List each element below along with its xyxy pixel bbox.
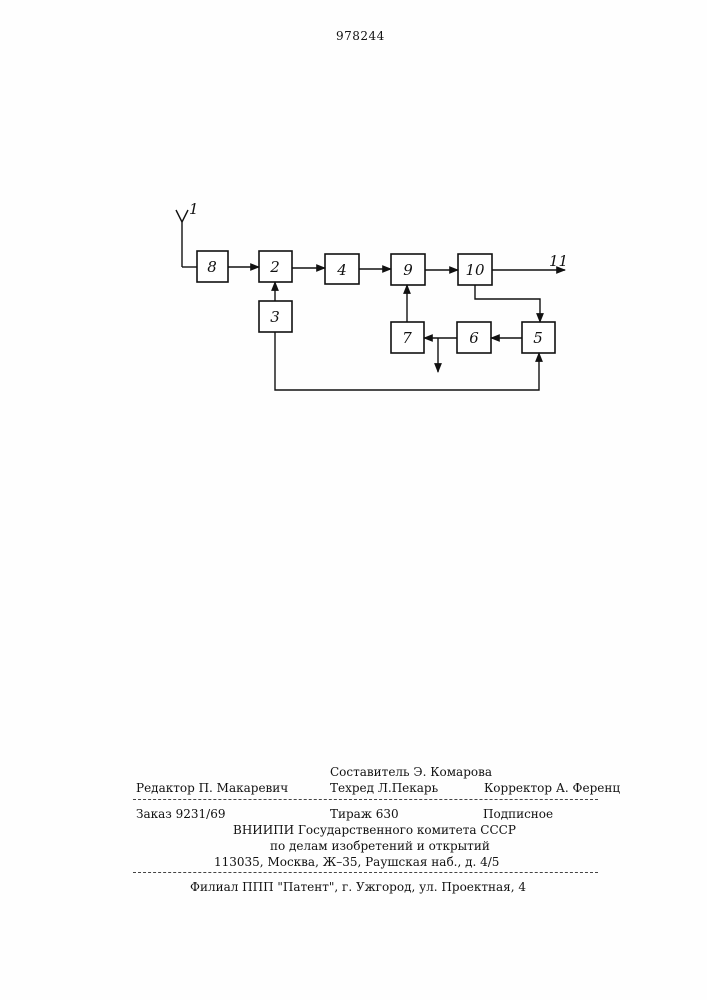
compiler-line: Составитель Э. Комарова <box>330 765 492 779</box>
block-2: 2 <box>259 251 292 282</box>
order-line: Заказ 9231/69 <box>136 807 226 821</box>
svg-text:9: 9 <box>403 261 413 279</box>
block-3: 3 <box>259 301 292 332</box>
block-7: 7 <box>391 322 424 353</box>
org-address: 113035, Москва, Ж–35, Раушская наб., д. … <box>214 855 499 869</box>
block-9: 9 <box>391 254 425 285</box>
org-line-1: ВНИИПИ Государственного комитета СССР <box>233 823 516 837</box>
block-4: 4 <box>325 254 359 284</box>
output-label: 11 <box>549 252 568 270</box>
svg-text:6: 6 <box>469 329 479 347</box>
subscription-line: Подписное <box>483 807 553 821</box>
antenna-label: 1 <box>189 200 199 218</box>
editor-line: Редактор П. Макаревич <box>136 781 288 795</box>
org-line-2: по делам изобретений и открытий <box>270 839 490 853</box>
divider-2 <box>133 872 598 873</box>
svg-text:4: 4 <box>336 261 347 279</box>
circulation-line: Тираж 630 <box>330 807 399 821</box>
wire-10-to-5 <box>475 285 540 322</box>
divider-1 <box>133 799 598 800</box>
svg-text:8: 8 <box>207 258 217 276</box>
block-6: 6 <box>457 322 491 353</box>
svg-text:2: 2 <box>269 258 280 276</box>
svg-text:10: 10 <box>465 261 485 279</box>
antenna-symbol: 1 <box>176 200 199 267</box>
svg-text:3: 3 <box>270 308 280 326</box>
techred-line: Техред Л.Пекарь <box>330 781 438 795</box>
block-8: 8 <box>197 251 228 282</box>
branch-line: Филиал ППП "Патент", г. Ужгород, ул. Про… <box>190 880 526 894</box>
block-10: 10 <box>458 254 492 285</box>
svg-text:7: 7 <box>402 329 412 347</box>
block-5: 5 <box>522 322 555 353</box>
svg-text:5: 5 <box>533 329 543 347</box>
corrector-line: Корректор А. Ференц <box>484 781 620 795</box>
